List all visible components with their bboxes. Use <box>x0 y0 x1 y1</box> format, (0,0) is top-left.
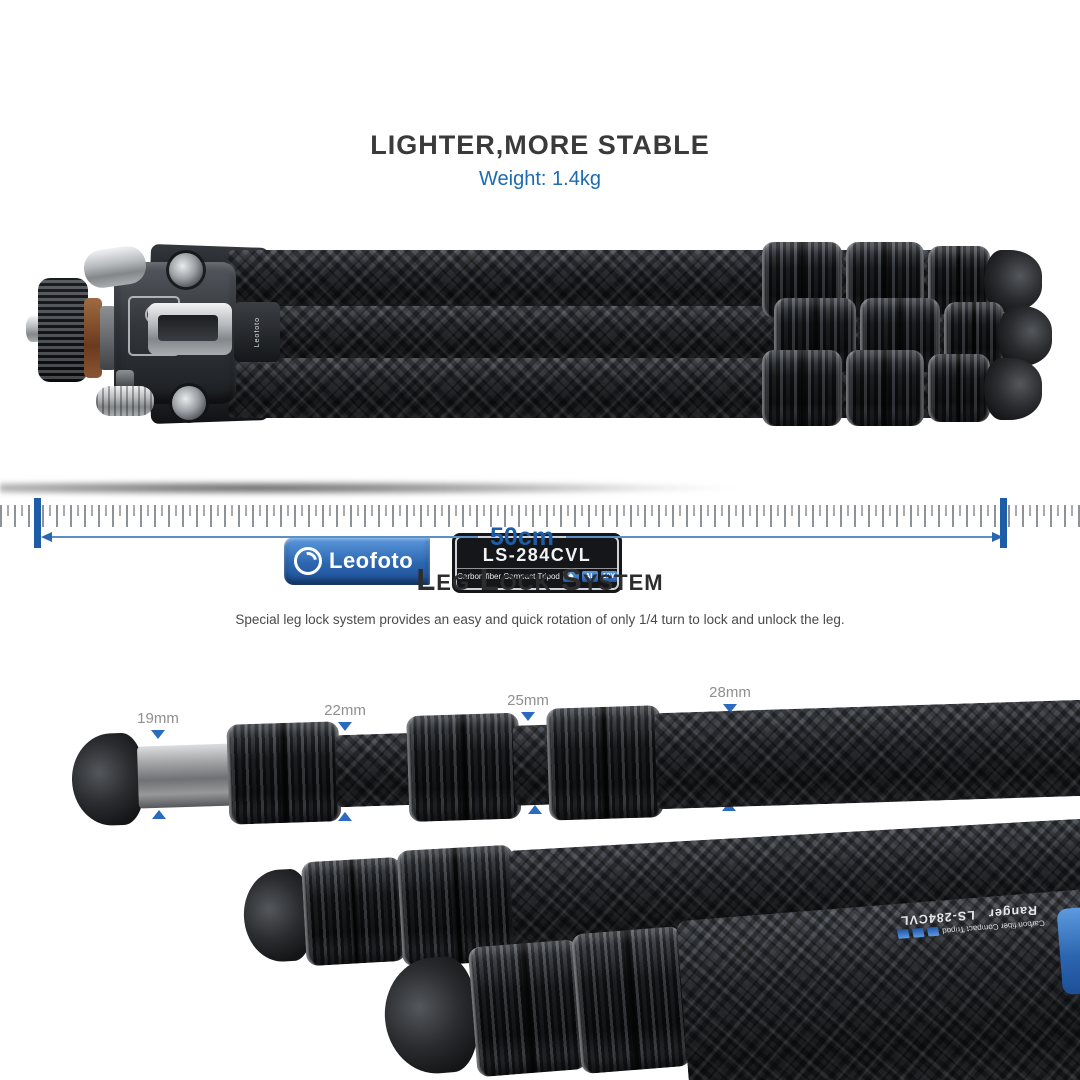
pointer-down-icon <box>151 730 165 739</box>
diameter-value: 25mm <box>507 692 549 709</box>
pointer-up-icon <box>152 810 166 819</box>
twist-lock <box>546 705 664 821</box>
pointer-down-icon <box>338 722 352 731</box>
pointer-up-icon <box>528 805 542 814</box>
al-badge: AL <box>581 570 598 582</box>
brand-name: Leofoto <box>329 548 414 573</box>
leg-branding: Carbon fiber Compact Tripod Ranger LS-28… <box>860 900 1079 942</box>
rubber-foot <box>380 954 482 1078</box>
weight-section-title: LIGHTER,MORE STABLE <box>370 130 710 160</box>
diameter-label-22mm: 22mm <box>315 702 375 731</box>
leg-tube-branded: Carbon fiber Compact Tripod Ranger LS-28… <box>676 883 1080 1080</box>
tripod-shadow <box>0 479 980 499</box>
length-measure: 50cm <box>41 522 1004 551</box>
measure-line <box>565 536 993 538</box>
leg-collar: Leofoto <box>234 302 280 362</box>
brand-band: Leofoto <box>284 537 430 585</box>
badge-icon <box>896 929 910 939</box>
twist-lock <box>406 712 522 823</box>
collapsed-tripod-photo: Leofoto Leofoto LS-284CVL Carbon fiber C… <box>0 225 1080 593</box>
twist-lock <box>570 925 692 1075</box>
rubber-foot <box>998 306 1052 366</box>
twist-lock <box>928 354 990 422</box>
pointer-up-icon <box>338 812 352 821</box>
measure-line <box>52 536 479 538</box>
bronze-ring <box>84 298 102 378</box>
thumb-screw-knob <box>96 386 154 416</box>
rubber-foot <box>70 732 146 827</box>
pointer-down-icon <box>723 704 737 713</box>
thumb-screw-stem <box>116 370 134 388</box>
tube-19mm <box>136 743 235 809</box>
model-subline: Carbon fiber Compact Tripod AL 10Y <box>457 567 617 582</box>
length-value: 50cm <box>490 522 554 551</box>
series-name: Ranger <box>986 902 1039 921</box>
rubber-foot <box>984 358 1042 420</box>
twist-lock <box>762 350 842 426</box>
hinge-screw <box>169 253 203 287</box>
diameter-value: 22mm <box>324 702 366 719</box>
model-label-panel: LS-284CVL Carbon fiber Compact Tripod AL… <box>452 533 622 593</box>
ruler-marker-left <box>34 498 41 548</box>
diameter-value: 19mm <box>137 710 179 727</box>
arrow-right-icon <box>992 532 1004 542</box>
hinge-screw <box>172 386 206 420</box>
leglock-section-title: Leg Lock System <box>416 562 664 597</box>
leofoto-logo-icon <box>294 547 322 575</box>
diameter-label-19mm: 19mm <box>128 710 188 739</box>
diameter-label-25mm: 25mm <box>498 692 558 721</box>
weight-value: Weight: 1.4kg <box>479 168 601 190</box>
twist-lock <box>226 721 342 825</box>
head-hub <box>100 306 116 370</box>
badge-icon <box>911 927 925 938</box>
warranty-badge: 10Y <box>600 570 617 582</box>
product-type-text: Carbon fiber Compact Tripod <box>457 571 560 581</box>
pointer-down-icon <box>521 712 535 721</box>
leglock-description: Special leg lock system provides an easy… <box>235 612 845 627</box>
twist-lock <box>467 939 588 1078</box>
pan-lock-wheel <box>38 278 88 382</box>
tube-22mm <box>334 732 415 808</box>
model-panel-frame: LS-284CVL Carbon fiber Compact Tripod AL… <box>455 536 619 590</box>
ruler-marker-right <box>1000 498 1007 548</box>
ruler-ticks <box>0 505 1080 527</box>
model-number: LS-284CVL <box>482 544 592 565</box>
badge-icon <box>926 926 940 937</box>
carbon-fiber-badge-icon <box>562 570 579 582</box>
collar-brand-text: Leofoto <box>253 316 261 348</box>
diameter-label-28mm: 28mm <box>700 684 760 713</box>
rubber-foot <box>984 250 1042 312</box>
arrow-left-icon <box>41 532 52 542</box>
diameter-value: 28mm <box>709 684 751 701</box>
qr-clamp-slot <box>158 315 218 341</box>
twist-lock <box>846 350 924 426</box>
